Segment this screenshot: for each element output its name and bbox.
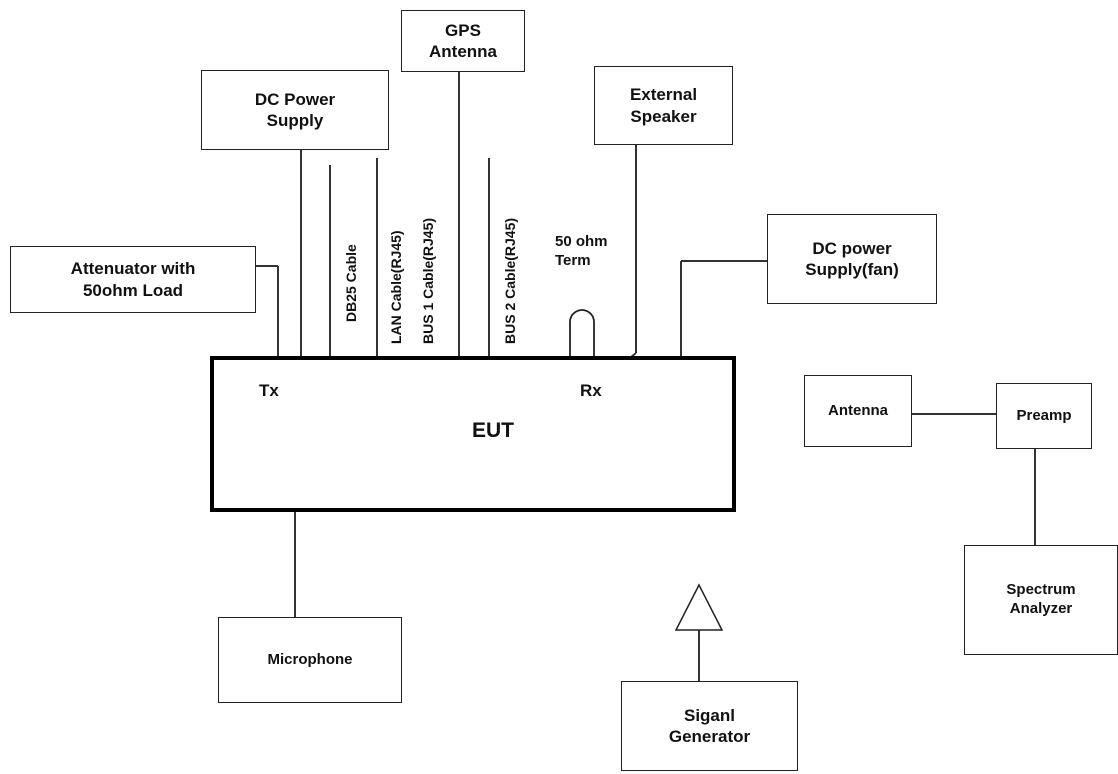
term-capsule	[569, 309, 595, 358]
preamp-label: Preamp	[1016, 406, 1072, 424]
attenuator-box: Attenuator with 50ohm Load	[10, 246, 256, 313]
term-label: 50 ohm Term	[555, 233, 608, 269]
spectrum-analyzer-label: Spectrum Analyzer	[1006, 581, 1076, 617]
preamp-box: Preamp	[996, 383, 1092, 449]
dc-power-supply-fan-label: DC power Supply(fan)	[805, 238, 899, 279]
dc-power-supply-box: DC Power Supply	[201, 70, 389, 150]
attenuator-label: Attenuator with 50ohm Load	[70, 259, 196, 300]
bus2-cable-label: BUS 2 Cable(RJ45)	[502, 217, 518, 344]
eut-label: EUT	[472, 418, 514, 442]
dc-power-supply-label: DC Power Supply	[254, 89, 336, 130]
external-speaker-label: External Speaker	[629, 85, 698, 126]
bus1-cable-label: BUS 1 Cable(RJ45)	[420, 217, 436, 344]
db25-cable-label: DB25 Cable	[343, 244, 359, 322]
eut-box: EUT	[210, 356, 736, 512]
dc-power-supply-fan-box: DC power Supply(fan)	[767, 214, 937, 304]
signal-generator-label: Siganl Generator	[668, 705, 751, 746]
spectrum-analyzer-box: Spectrum Analyzer	[964, 545, 1118, 655]
rx-label: Rx	[580, 381, 602, 400]
external-speaker-box: External Speaker	[594, 66, 733, 145]
gps-antenna-label: GPS Antenna	[429, 20, 497, 61]
antenna-box: Antenna	[804, 375, 912, 447]
gps-antenna-box: GPS Antenna	[401, 10, 525, 72]
tx-label: Tx	[259, 381, 279, 400]
signal-generator-box: Siganl Generator	[621, 681, 798, 771]
lan-cable-label: LAN Cable(RJ45)	[388, 230, 404, 344]
microphone-label: Microphone	[267, 650, 353, 668]
antenna-label: Antenna	[828, 401, 888, 419]
signal-generator-triangle	[674, 583, 724, 631]
microphone-box: Microphone	[218, 617, 402, 703]
